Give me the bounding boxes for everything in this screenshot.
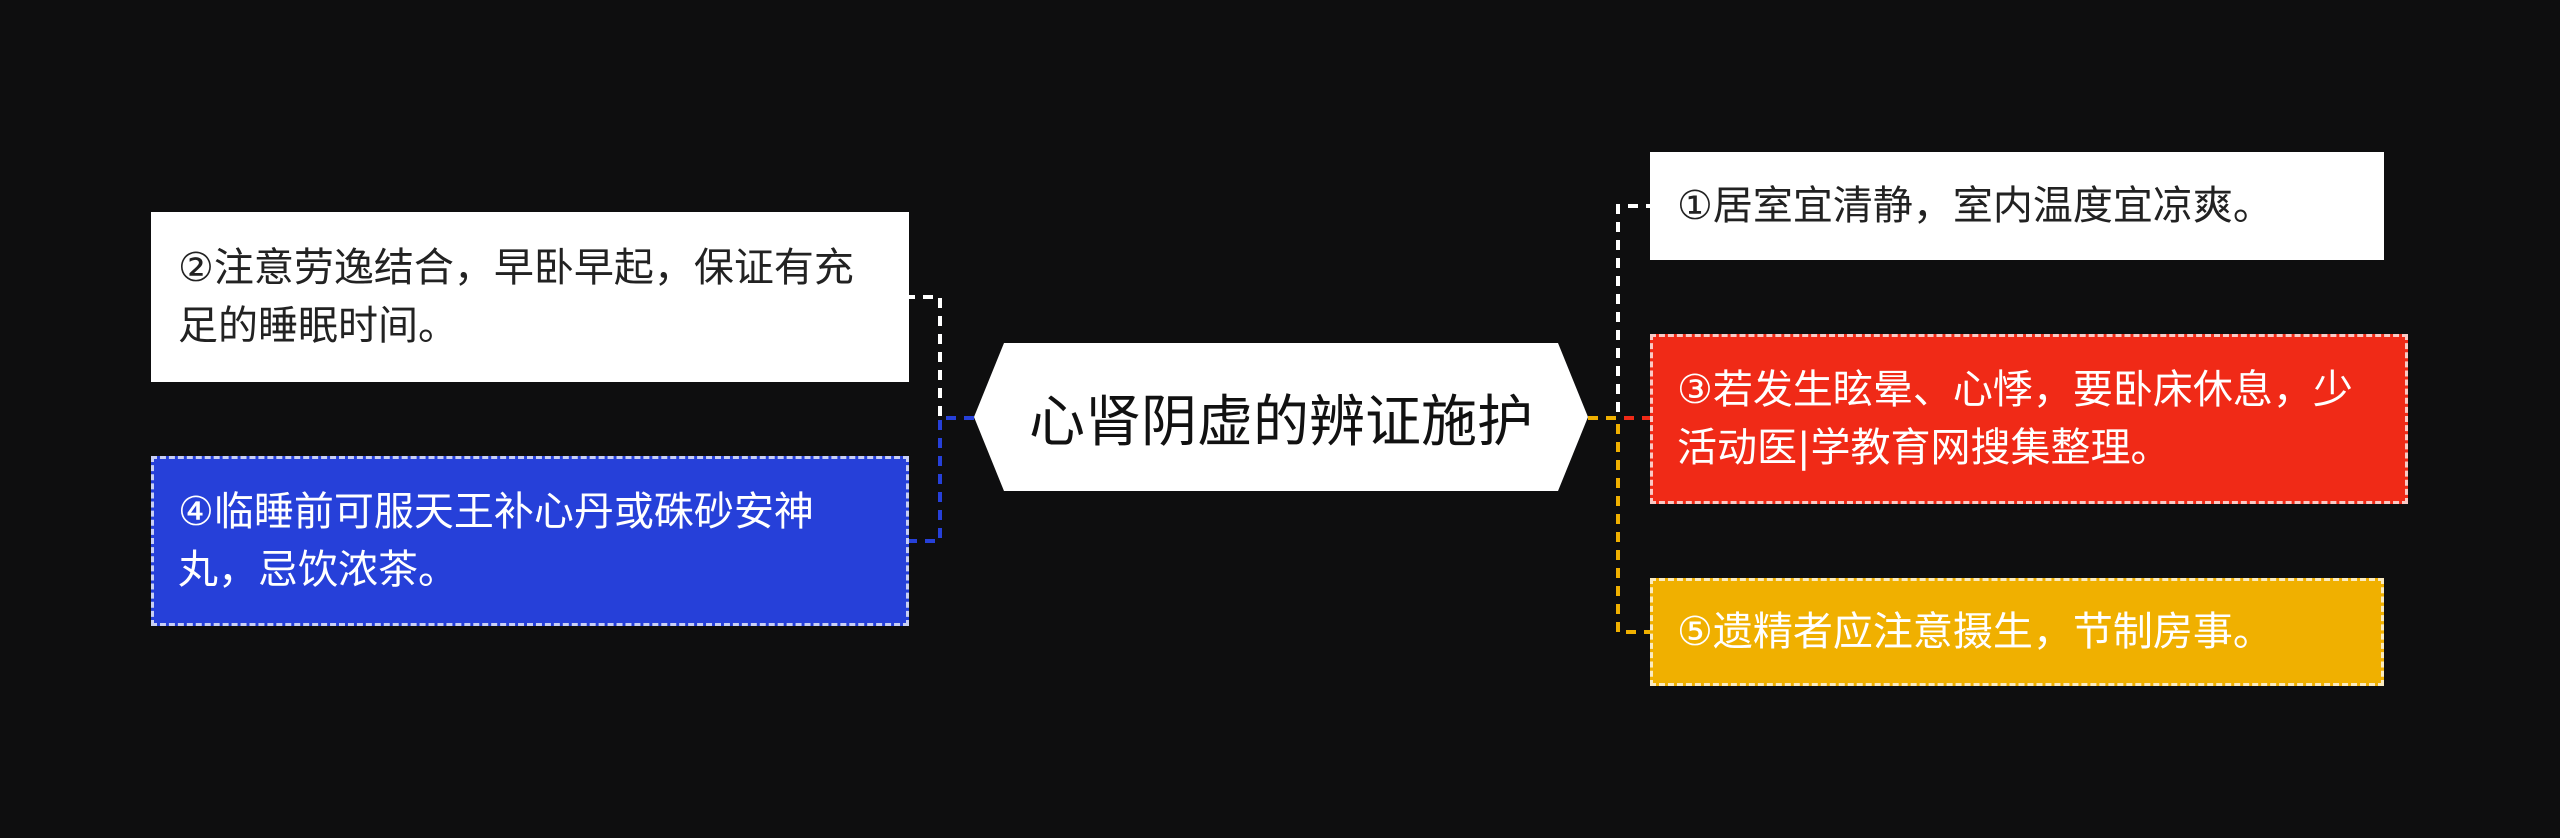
center-topic[interactable]: 心肾阴虚的辨证施护 [974,343,1588,491]
center-topic-title: 心肾阴虚的辨证施护 [1029,389,1533,455]
node-spermatorrhea-care-text: ⑤遗精者应注意摄生，节制房事。 [1677,609,2273,655]
link-center-to-n2 [909,295,974,420]
node-room-environment[interactable]: ①居室宜清静，室内温度宜凉爽。 [1650,152,2384,260]
node-dizziness-care[interactable]: ③若发生眩晕、心悸，要卧床休息，少活动医|学教育网搜集整理。 [1650,334,2408,504]
node-medication-text: ④临睡前可服天王补心丹或硃砂安神丸，忌饮浓茶。 [178,489,814,593]
node-spermatorrhea-care[interactable]: ⑤遗精者应注意摄生，节制房事。 [1650,578,2384,686]
node-dizziness-care-text: ③若发生眩晕、心悸，要卧床休息，少活动医|学教育网搜集整理。 [1677,367,2353,471]
link-center-to-n5 [1588,416,1650,634]
node-rest-balance-text: ②注意劳逸结合，早卧早起，保证有充足的睡眠时间。 [178,245,854,349]
node-rest-balance[interactable]: ②注意劳逸结合，早卧早起，保证有充足的睡眠时间。 [151,212,909,382]
link-center-to-n1 [1588,204,1650,420]
center-hexagon-shape [974,343,1588,491]
link-center-to-n4 [909,416,974,543]
node-medication[interactable]: ④临睡前可服天王补心丹或硃砂安神丸，忌饮浓茶。 [151,456,909,626]
node-room-environment-text: ①居室宜清静，室内温度宜凉爽。 [1677,183,2273,229]
